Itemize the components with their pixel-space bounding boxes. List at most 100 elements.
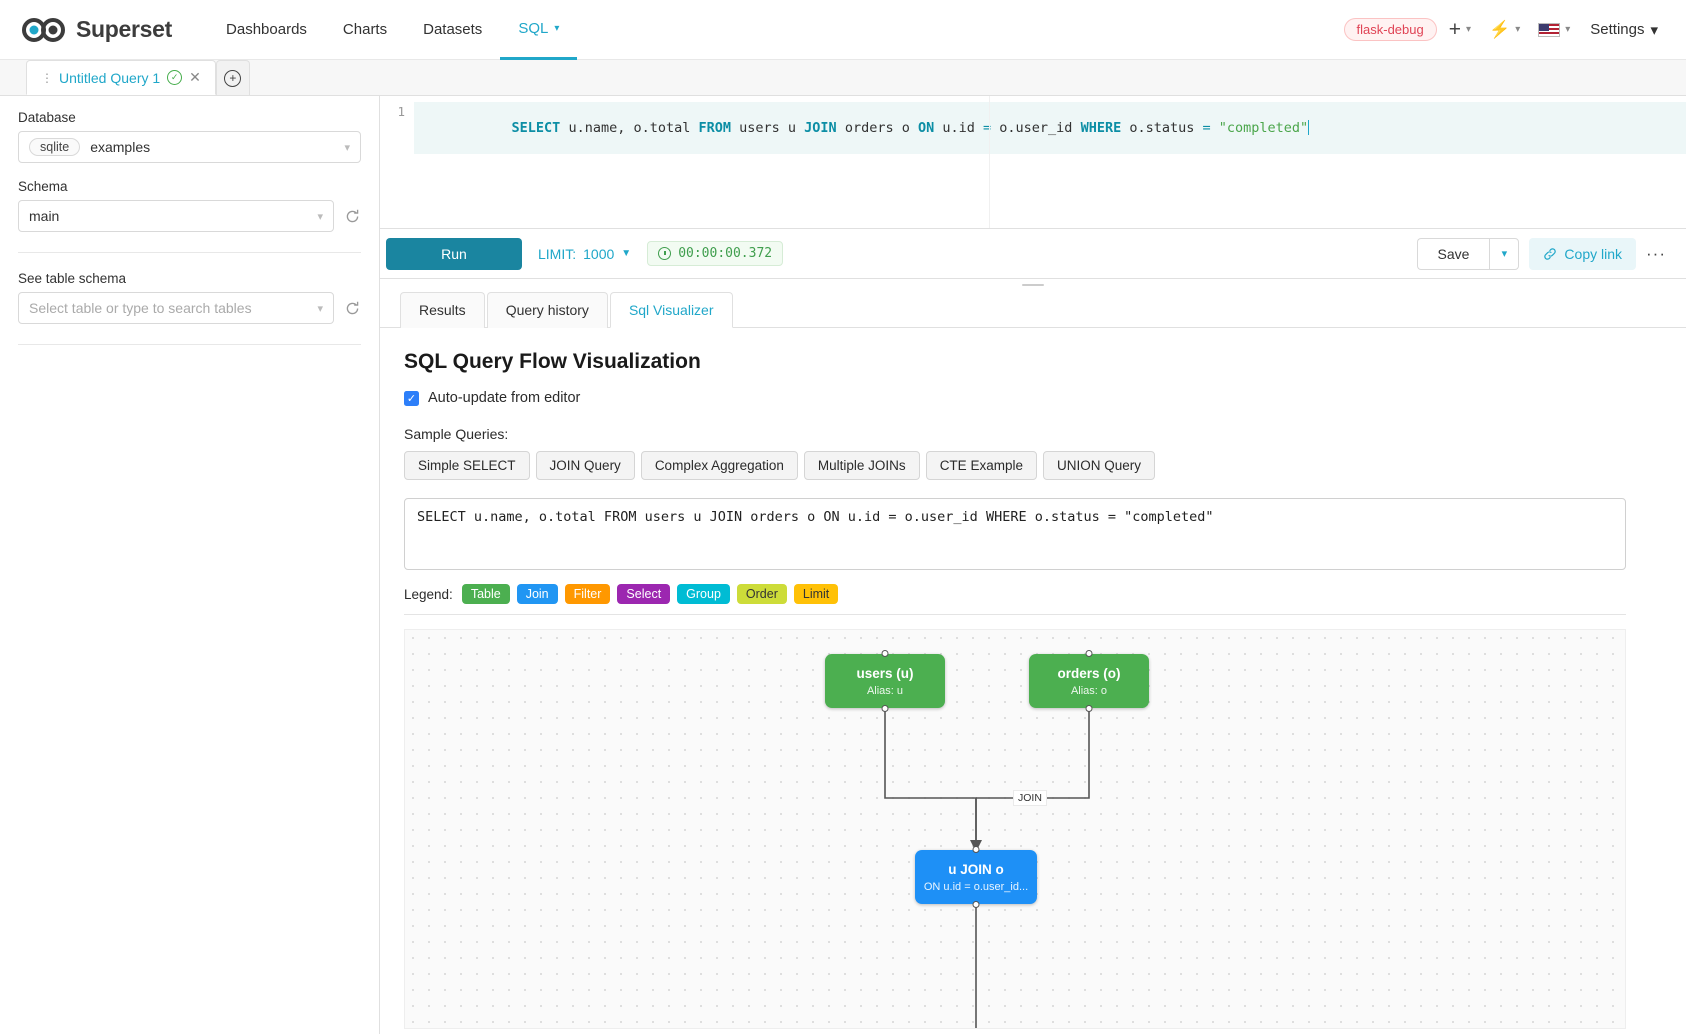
- chevron-down-icon: ▾: [1466, 24, 1472, 35]
- editor-line-1: SELECT u.name, o.total FROM users u JOIN…: [414, 102, 1686, 154]
- chevron-down-icon: ▾: [317, 210, 323, 223]
- link-icon: [1544, 247, 1557, 260]
- legend-divider: [404, 614, 1626, 615]
- legend-badge-order: Order: [736, 584, 787, 604]
- table-placeholder: Select table or type to search tables: [29, 300, 252, 316]
- database-engine-badge: sqlite: [29, 138, 81, 156]
- tab-results[interactable]: Results: [400, 292, 485, 328]
- sql-visualizer-panel: SQL Query Flow Visualization ✓ Auto-upda…: [380, 328, 1686, 1034]
- save-dropdown-button[interactable]: ▾: [1489, 237, 1520, 270]
- bolt-icon: ⚡: [1489, 20, 1511, 39]
- nav-link-sql[interactable]: SQL ▾: [500, 0, 578, 60]
- save-button[interactable]: Save: [1416, 237, 1490, 270]
- flow-node-users[interactable]: users (u) Alias: u: [825, 650, 945, 712]
- query-timer: 00:00:00.372: [647, 241, 784, 266]
- workspace: Database sqlite examples ▾ Schema main ▾…: [0, 96, 1686, 1034]
- editor-print-margin: [989, 96, 990, 228]
- legend-badge-filter: Filter: [564, 584, 611, 604]
- panel-resize-handle[interactable]: [380, 279, 1686, 291]
- sample-button-multiple-joins[interactable]: Multiple JOINs: [803, 451, 920, 480]
- database-label: Database: [18, 110, 76, 125]
- timer-value: 00:00:00.372: [678, 246, 773, 261]
- nav-link-datasets[interactable]: Datasets: [405, 0, 500, 60]
- copy-link-label: Copy link: [1564, 245, 1623, 262]
- plus-icon: +: [1448, 18, 1461, 41]
- flow-node-users-alias: Alias: u: [866, 684, 904, 697]
- node-port-bottom: [881, 705, 889, 712]
- flow-node-orders[interactable]: orders (o) Alias: o: [1029, 650, 1149, 712]
- legend-badge-table: Table: [461, 584, 510, 604]
- query-tab-bar: ⋮ Untitled Query 1 ✓ ✕ +: [0, 60, 1686, 96]
- result-tab-bar: Results Query history Sql Visualizer: [380, 291, 1686, 328]
- settings-label: Settings: [1590, 21, 1645, 38]
- refresh-tables-icon[interactable]: [344, 300, 361, 317]
- flask-debug-badge: flask-debug: [1343, 18, 1437, 41]
- drag-grip-icon[interactable]: ⋮: [41, 70, 53, 85]
- schema-value: main: [29, 208, 60, 224]
- node-port-top: [972, 846, 980, 853]
- limit-value: 1000: [583, 245, 615, 262]
- chevron-down-icon: ▾: [1565, 24, 1571, 35]
- sql-input-textarea[interactable]: [404, 498, 1626, 570]
- copy-link-button[interactable]: Copy link: [1529, 237, 1637, 270]
- limit-label: LIMIT:: [538, 245, 577, 262]
- flow-edges: [884, 708, 1090, 1028]
- sql-ace-editor[interactable]: 1 SELECT u.name, o.total FROM users u JO…: [380, 96, 1686, 228]
- chevron-down-icon: ▾: [1650, 21, 1658, 39]
- flow-node-join[interactable]: u JOIN o ON u.id = o.user_id...: [915, 846, 1037, 908]
- status-check-icon: ✓: [167, 70, 183, 85]
- node-port-bottom: [1085, 705, 1093, 712]
- bolt-menu-button[interactable]: ⚡ ▾: [1483, 17, 1526, 42]
- nav-link-charts[interactable]: Charts: [325, 0, 405, 60]
- tab-query-history-label: Query history: [505, 302, 589, 318]
- auto-update-checkbox[interactable]: ✓: [404, 390, 419, 406]
- page-title: SQL Query Flow Visualization: [404, 350, 701, 373]
- refresh-schema-icon[interactable]: [344, 208, 361, 225]
- chevron-down-icon: ▼: [621, 248, 632, 259]
- tab-query-history[interactable]: Query history: [486, 292, 608, 328]
- nav-link-dashboards[interactable]: Dashboards: [208, 0, 325, 60]
- limit-dropdown[interactable]: LIMIT: 1000 ▼: [538, 246, 631, 262]
- schema-row: main ▾: [18, 200, 361, 232]
- table-select[interactable]: Select table or type to search tables ▾: [18, 292, 334, 324]
- superset-logo-icon: [22, 17, 65, 42]
- schema-label: Schema: [18, 179, 68, 194]
- chevron-down-icon: ▾: [554, 22, 560, 34]
- nav-link-dashboards-label: Dashboards: [226, 21, 307, 38]
- schema-select[interactable]: main ▾: [18, 200, 334, 232]
- panel-divider: [18, 252, 361, 253]
- sample-button-complex-aggregation[interactable]: Complex Aggregation: [640, 451, 798, 480]
- us-flag-icon: [1538, 22, 1561, 37]
- left-query-panel: Database sqlite examples ▾ Schema main ▾…: [0, 96, 380, 1034]
- query-tab-untitled-query-1[interactable]: ⋮ Untitled Query 1 ✓ ✕: [26, 60, 216, 95]
- database-select[interactable]: sqlite examples ▾: [18, 131, 361, 163]
- legend-badge-join: Join: [516, 584, 558, 604]
- table-row: Select table or type to search tables ▾: [18, 292, 361, 324]
- close-icon[interactable]: ✕: [189, 69, 201, 85]
- save-button-group: Save ▾: [1416, 237, 1520, 270]
- main-nav: Dashboards Charts Datasets SQL ▾: [208, 0, 578, 60]
- sample-button-cte-example[interactable]: CTE Example: [925, 451, 1037, 480]
- tab-sql-visualizer[interactable]: Sql Visualizer: [609, 292, 733, 328]
- add-query-tab-button[interactable]: +: [215, 60, 250, 95]
- query-flow-canvas[interactable]: JOIN users (u) Alias: u orders (o) Alias…: [404, 629, 1626, 1029]
- brand-logo-area[interactable]: Superset: [0, 16, 172, 43]
- sample-queries-row: Simple SELECT JOIN Query Complex Aggrega…: [402, 451, 1664, 480]
- settings-menu-button[interactable]: Settings ▾: [1582, 21, 1666, 39]
- sample-button-union-query[interactable]: UNION Query: [1042, 451, 1155, 480]
- new-menu-button[interactable]: + ▾: [1443, 15, 1477, 44]
- tab-results-label: Results: [419, 302, 466, 318]
- node-port-bottom: [972, 901, 980, 908]
- editor-code-area[interactable]: SELECT u.name, o.total FROM users u JOIN…: [414, 96, 1686, 228]
- run-button[interactable]: Run: [386, 237, 522, 270]
- sql-editor-wrap: 1 SELECT u.name, o.total FROM users u JO…: [380, 96, 1686, 229]
- nav-link-sql-label: SQL: [518, 19, 549, 37]
- table-schema-label: See table schema: [18, 271, 127, 286]
- sample-button-join-query[interactable]: JOIN Query: [535, 451, 635, 480]
- flow-node-users-title: users (u): [856, 665, 914, 681]
- more-options-icon[interactable]: ···: [1646, 243, 1666, 263]
- language-menu-button[interactable]: ▾: [1532, 19, 1576, 41]
- flow-node-orders-title: orders (o): [1057, 665, 1121, 681]
- sample-button-simple-select[interactable]: Simple SELECT: [404, 451, 530, 480]
- flow-node-orders-alias: Alias: o: [1070, 684, 1108, 697]
